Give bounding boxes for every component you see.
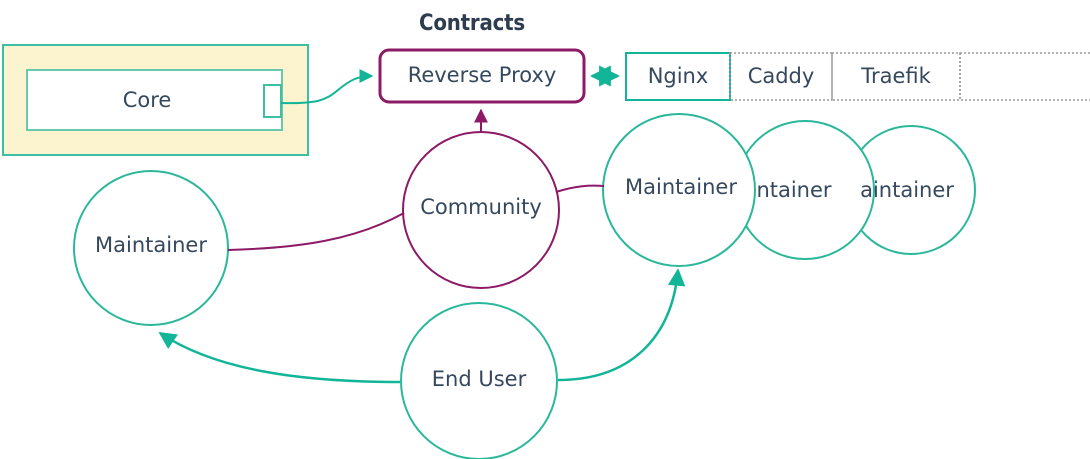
actor-label-maintainer-3: aintainer <box>860 178 954 202</box>
diagram-title: Contracts <box>419 11 525 36</box>
core-inner-box[interactable] <box>26 69 283 131</box>
actor-circle-community[interactable] <box>402 131 560 289</box>
proxy-option-box-caddy[interactable] <box>729 52 833 101</box>
proxy-option-box-traefik[interactable] <box>831 52 961 101</box>
actor-circle-end-user[interactable] <box>400 302 558 459</box>
edge-end-user-to-maintainer-left <box>158 331 401 384</box>
reverse-proxy-box[interactable] <box>378 48 586 104</box>
actor-label-maintainer-2: ntainer <box>756 178 832 202</box>
edge-maintainer-left-to-community <box>227 212 405 251</box>
edge-community-to-maintainer-right <box>555 184 605 193</box>
proxy-option-box-empty[interactable] <box>959 52 1090 101</box>
actor-circle-maintainer-left[interactable] <box>73 170 229 326</box>
core-port-connector[interactable] <box>263 84 282 118</box>
actor-circle-maintainer-1[interactable] <box>602 113 756 267</box>
proxy-option-box-nginx[interactable] <box>625 52 731 101</box>
edge-core-to-reverse-proxy <box>280 69 374 105</box>
edge-end-user-to-maintainer-right <box>557 268 686 382</box>
